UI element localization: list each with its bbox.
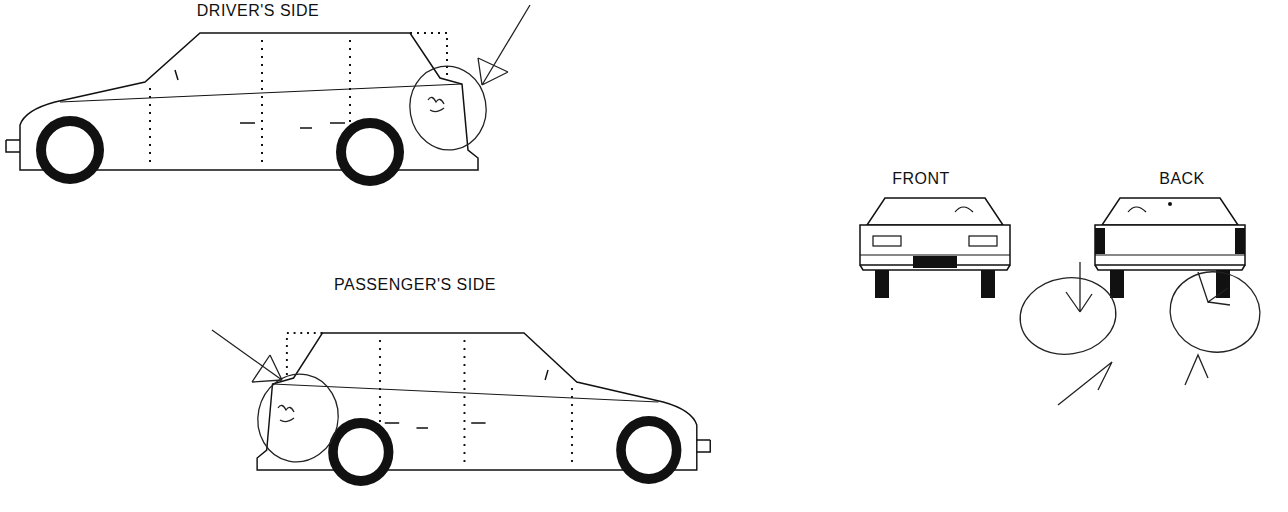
driver-side-car — [6, 33, 478, 181]
view-title: DRIVER'S SIDE — [195, 2, 321, 20]
view-title: PASSENGER'S SIDE — [332, 276, 498, 294]
front-view-car — [860, 198, 1010, 298]
damage-annotations — [212, 5, 1266, 469]
view-title: BACK — [1157, 170, 1207, 188]
back-view-car — [1095, 198, 1245, 298]
passenger-side-car — [257, 333, 710, 481]
view-title: FRONT — [890, 170, 952, 188]
